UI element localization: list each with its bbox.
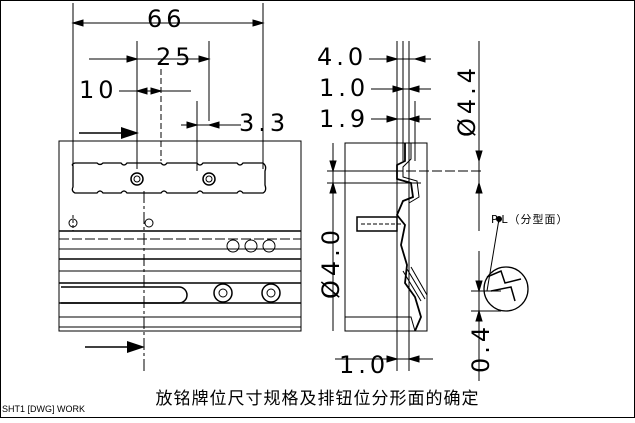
right-view — [327, 41, 529, 381]
dim-1-0-bottom: 1.0 — [339, 351, 389, 379]
dim-4-0-top: 4.0 — [317, 43, 367, 71]
dim-66: 66 — [147, 5, 186, 33]
dim-1-9: 1.9 — [319, 105, 369, 133]
parting-line-label: P.L（分型面） — [491, 212, 569, 226]
dim-phi-4-4: Ø4.4 — [453, 64, 481, 137]
dim-10: 10 — [79, 76, 118, 104]
direction-arrow-top — [79, 127, 139, 139]
dim-25: 25 — [156, 43, 195, 71]
drawing-caption: 放铭牌位尺寸规格及排钮位分形面的确定 — [155, 389, 480, 409]
sheet-status-label: SHT1 [DWG] WORK — [2, 404, 85, 414]
dim-1-0-top: 1.0 — [319, 74, 369, 102]
dim-0-4: 0.4 — [467, 323, 495, 373]
dim-phi-4-0: Ø4.0 — [317, 226, 345, 299]
left-view — [58, 3, 302, 371]
dim-3-3: 3.3 — [239, 109, 289, 137]
direction-arrow-bottom — [85, 341, 145, 353]
